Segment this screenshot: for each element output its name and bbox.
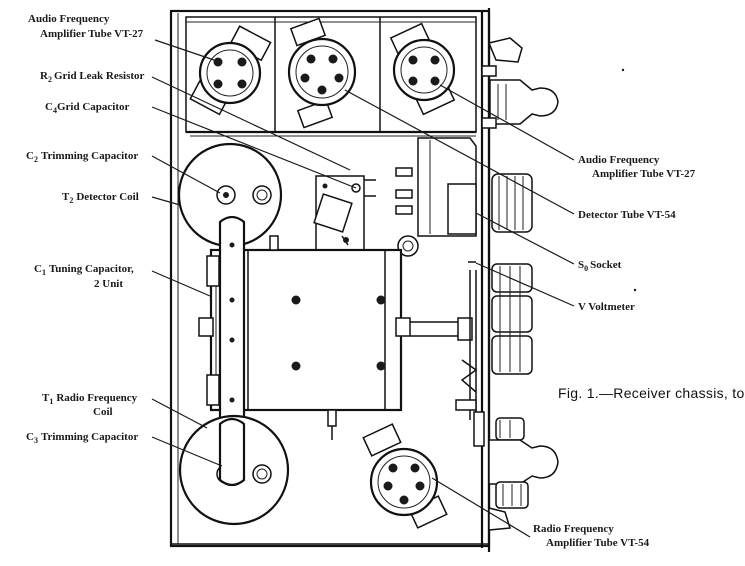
leader-lines [151, 39, 575, 538]
t1-rf-label-2: Coil [93, 406, 113, 418]
labels-right: Audio Frequency Amplifier Tube VT-27 Det… [533, 154, 696, 549]
c1-tuning-label-2: 2 Unit [94, 278, 123, 290]
panel-controls [481, 37, 559, 531]
figure-caption: Fig. 1.—Receiver chassis, top. [558, 385, 745, 401]
t2-text: Detector Coil [76, 191, 138, 203]
voltmeter-socket-block [395, 137, 477, 257]
rf-tube-socket [362, 423, 448, 529]
r2-text: Grid Leak Resistor [54, 70, 145, 82]
c1-text: Tuning Capacitor, [49, 263, 134, 275]
detector-tube-label: Detector Tube VT-54 [578, 209, 676, 221]
c4-grid-cap-label: C4Grid Capacitor [45, 101, 129, 115]
rf-tube-label-2: Amplifier Tube VT-54 [546, 537, 650, 549]
rf-tube-label-1: Radio Frequency [533, 523, 614, 535]
knob-lower [495, 481, 529, 509]
af-tube-socket-right [389, 22, 456, 116]
pilot-lamp-lower [488, 417, 559, 485]
af-tube-right-label-1: Audio Frequency [578, 154, 660, 166]
af-tube-right-label-2: Amplifier Tube VT-27 [592, 168, 696, 180]
voltmeter-mechanism [455, 261, 485, 447]
t1-text: Radio Frequency [56, 392, 137, 404]
rf-coil [178, 414, 290, 526]
s0-text: Socket [590, 259, 622, 271]
af-tube-left-label-2: Amplifier Tube VT-27 [40, 28, 144, 40]
speck [621, 68, 625, 72]
c2-sub: 2 [34, 155, 38, 164]
c3-text: Trimming Capacitor [41, 431, 138, 443]
detector-tube-socket [287, 17, 357, 129]
tube-shelf [185, 16, 477, 137]
grid-leak-bracket [313, 175, 376, 255]
t2-sub: 2 [69, 196, 73, 205]
c3-sub: 3 [34, 436, 38, 445]
t1-sub: 1 [49, 397, 53, 406]
detector-coil [177, 142, 283, 248]
c1-sub: 1 [42, 268, 46, 277]
speck [633, 288, 637, 292]
af-tube-socket-left [189, 25, 272, 116]
v-voltmeter-label: V Voltmeter [578, 301, 635, 313]
c4-text: Grid Capacitor [57, 101, 130, 113]
knob-detector [491, 173, 533, 233]
c2-text: Trimming Capacitor [41, 150, 138, 162]
s0-sub: 0 [584, 264, 588, 273]
c4-sub: 4 [53, 106, 57, 115]
knob-stack [491, 263, 533, 375]
r2-sub: 2 [48, 75, 52, 84]
af-tube-left-label-1: Audio Frequency [28, 13, 110, 25]
